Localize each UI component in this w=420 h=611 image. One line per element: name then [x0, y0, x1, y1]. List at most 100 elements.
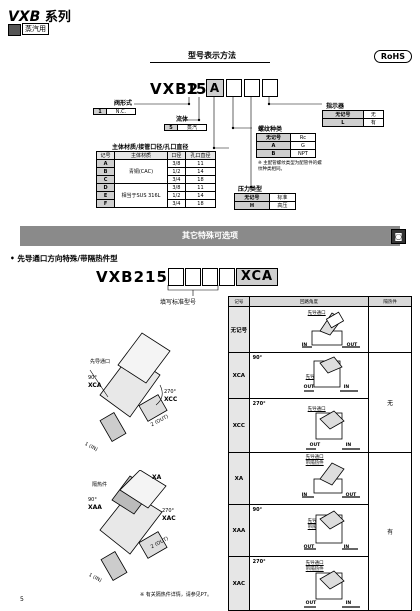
- option-figure: 先导通口 IN OUT: [248, 306, 370, 353]
- drawing1-deg270: 270°: [164, 389, 177, 395]
- option-bracket: [167, 285, 219, 296]
- table-cell: 无记号: [322, 110, 364, 119]
- option-figure: 先导通口 带隔热件 IN OUT: [248, 452, 370, 505]
- body-table-header: 口径: [166, 151, 186, 160]
- series-title: VXB 系列: [8, 6, 71, 25]
- table-cell: C: [95, 175, 116, 184]
- footnote: ※ 有关隔热件详情，请参见P7。: [140, 592, 212, 598]
- option-code: XA: [228, 452, 250, 505]
- option-code: XAC: [228, 556, 250, 611]
- drawing2-deg270: 270°: [162, 508, 175, 514]
- drawing1-port: 先导通口: [90, 359, 111, 365]
- body-table-header: 孔口直径: [184, 151, 217, 160]
- angle-label: 270°: [252, 559, 266, 565]
- model-letter-box: A: [206, 79, 224, 97]
- option-code: XCC: [228, 398, 250, 453]
- in-label: IN: [345, 443, 352, 448]
- table-cell: E: [95, 191, 116, 200]
- option-code: XAA: [228, 504, 250, 557]
- table-cell: 标准: [268, 193, 297, 202]
- model-digit-2: 5: [196, 80, 208, 98]
- valve-type-value: N.C.: [106, 108, 136, 115]
- drawing2-insul: 隔热件: [92, 482, 108, 488]
- title-underline: [150, 62, 270, 63]
- table-cell: 有: [362, 118, 385, 127]
- valve-figure: [301, 311, 360, 348]
- fluid-label: 流体: [176, 116, 189, 123]
- book-icon: ◙: [391, 229, 406, 244]
- table-cell: B: [256, 149, 291, 158]
- table-cell: G: [289, 141, 317, 150]
- options-table: 记号 回路角度 隔热件 无记号 先导通口 IN OUT XCA 90° 先导通: [228, 296, 412, 611]
- model-box-2: [244, 79, 260, 97]
- model-box-1: [226, 79, 242, 97]
- in-label: IN: [301, 493, 308, 498]
- option-box-3: [202, 268, 218, 286]
- table-cell: 18: [184, 199, 217, 208]
- valve-figure: [301, 462, 360, 498]
- option-box-4: [219, 268, 235, 286]
- port-label: 先导通口 带隔热件: [305, 561, 324, 572]
- table-cell: A: [256, 141, 291, 150]
- drawing1-code270: XCC: [164, 396, 178, 403]
- option-figure: 90° 先导通口 带隔热件 OUT IN: [248, 504, 370, 557]
- angle-label: 90°: [252, 507, 263, 513]
- port-label: 先导通口: [307, 311, 326, 316]
- option-model-prefix: VXB215: [96, 268, 168, 286]
- table-cell: 1/2: [166, 167, 186, 176]
- option-figure: 270° 先导通口 OUT IN: [248, 398, 370, 453]
- drawing2-code90: XAA: [88, 504, 102, 511]
- rohs-badge: RoHS: [373, 50, 412, 63]
- table-cell: 3/4: [166, 175, 186, 184]
- options-bullet-text: 先导通口方向特殊/带隔热件型: [17, 254, 118, 263]
- port-label: 先导通口: [307, 407, 326, 412]
- series-suffix: 系列: [44, 10, 71, 25]
- table-cell: 3/8: [166, 159, 186, 168]
- options-bullet: • 先导通口方向特殊/带隔热件型: [10, 254, 118, 263]
- angle-label: 270°: [252, 401, 266, 407]
- drawing1-deg90: 90°: [88, 375, 97, 381]
- table-cell: L: [322, 118, 364, 127]
- table-cell: A: [95, 159, 116, 168]
- in-label: IN: [343, 545, 350, 550]
- model-leader-lines: [134, 96, 322, 189]
- page-number: 5: [20, 596, 24, 603]
- out-label: OUT: [345, 493, 357, 498]
- table-cell: 11: [184, 159, 217, 168]
- out-label: OUT: [303, 545, 315, 550]
- option-figure: 270° 先导通口 带隔热件 OUT IN: [248, 556, 370, 611]
- valve-figure: [305, 410, 360, 450]
- out-label: OUT: [346, 343, 358, 348]
- fluid-value: 蒸汽: [177, 124, 207, 131]
- table-cell: NPT: [289, 149, 317, 158]
- options-banner: 其它特殊可选项: [20, 226, 400, 246]
- valve-figure: [303, 510, 358, 550]
- model-prefix: VXB2: [150, 80, 200, 98]
- table-cell: 18: [184, 175, 217, 184]
- drawing2-deg90: 90°: [88, 497, 97, 503]
- options-header: 记号: [228, 296, 250, 307]
- indicator-label: 指示器: [326, 103, 345, 110]
- valve-drawing-1: [89, 332, 171, 442]
- fluid-code: 5: [164, 124, 178, 131]
- table-cell: 无: [362, 110, 385, 119]
- option-heat: [368, 306, 412, 353]
- table-cell: 14: [184, 191, 217, 200]
- valve-type-code: 1: [93, 108, 107, 115]
- pressure-label: 压力类型: [238, 186, 263, 193]
- valve-figure: [303, 570, 360, 608]
- table-cell: 相当于SUS 316L: [114, 183, 168, 208]
- table-cell: Rc: [289, 133, 317, 142]
- body-table-header: 主体材质: [114, 151, 168, 160]
- option-figure: 90° 先导通口 OUT IN: [248, 352, 370, 399]
- valve-figure: [303, 356, 358, 392]
- angle-label: 90°: [252, 355, 263, 361]
- table-cell: 3/4: [166, 199, 186, 208]
- out-label: OUT: [309, 443, 321, 448]
- drawing2-top: XA: [152, 474, 162, 481]
- table-cell: 高压: [268, 201, 297, 210]
- port-label: 先导通口 带隔热件: [305, 455, 324, 466]
- option-code: 无记号: [228, 306, 250, 353]
